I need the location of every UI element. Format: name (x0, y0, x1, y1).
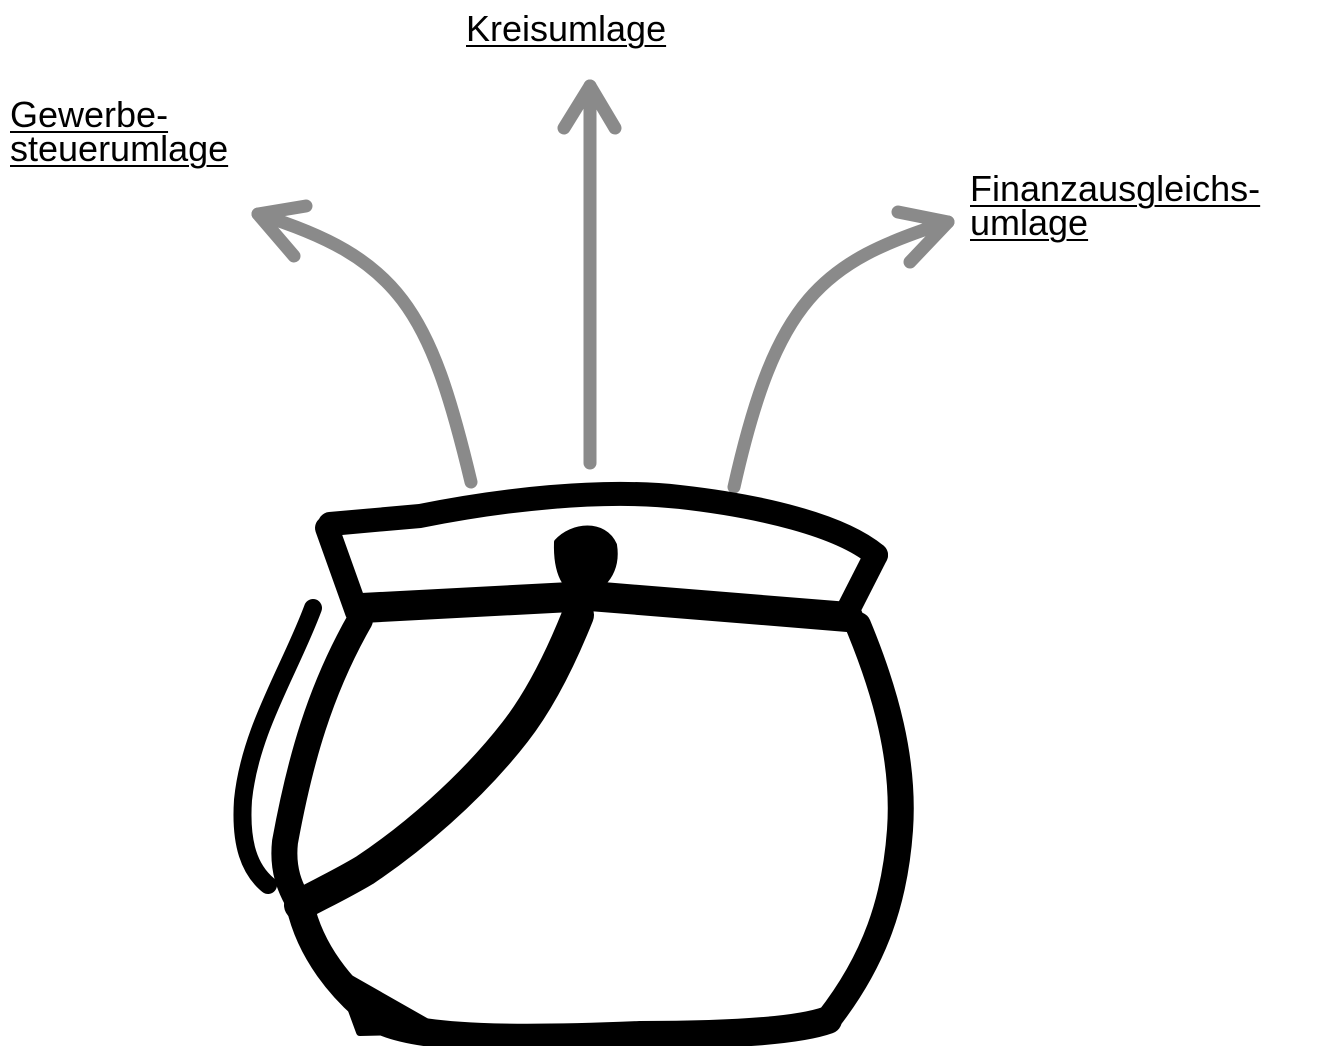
label-gewerbesteuerumlage: Gewerbe- steuerumlage (10, 98, 228, 166)
arrow-kreisumlage (564, 86, 615, 463)
money-pot-icon (242, 494, 900, 1038)
label-gewerbesteuerumlage-line2: steuerumlage (10, 132, 228, 166)
label-kreisumlage-text: Kreisumlage (466, 12, 666, 46)
arrows (258, 86, 948, 487)
arrow-gewerbesteuerumlage (258, 206, 471, 482)
label-finanzausgleichsumlage-line1: Finanzausgleichs- (970, 172, 1260, 206)
arrow-finanzausgleichsumlage (734, 212, 948, 487)
label-gewerbesteuerumlage-line1: Gewerbe- (10, 98, 228, 132)
label-finanzausgleichsumlage: Finanzausgleichs- umlage (970, 172, 1260, 240)
label-finanzausgleichsumlage-line2: umlage (970, 206, 1260, 240)
label-kreisumlage: Kreisumlage (466, 12, 666, 46)
